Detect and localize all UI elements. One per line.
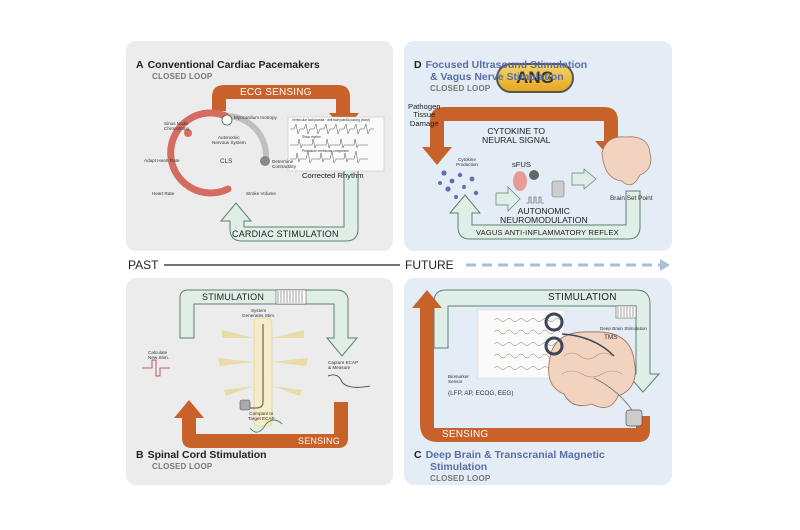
ecg-trace-1: [290, 123, 374, 135]
myocardium-node: [221, 114, 233, 126]
vagus-reflex-label: VAGUS ANTI-INFLAMMATORY REFLEX: [476, 228, 619, 237]
stimulation-arrow: [179, 289, 359, 357]
ecg-strip-box: [287, 116, 385, 172]
panel-b-subtitle: CLOSED LOOP: [152, 462, 213, 471]
brain-icon: [601, 136, 652, 186]
ans-label: Autonomic Nervous System: [212, 135, 246, 146]
stim-pulse-block: [275, 289, 307, 305]
dbs-lead: [593, 377, 633, 411]
pulse-train: [526, 196, 544, 204]
inner-arrow-1: [495, 186, 521, 212]
cytokine-production-label: Cytokine Production: [456, 157, 478, 168]
capture-waveform: [327, 374, 371, 388]
panel-c-title-line2: Stimulation: [430, 461, 488, 473]
spleen-shape: [513, 171, 527, 191]
calc-waveform: [142, 359, 170, 377]
capture-ecap-label: Capture ECAP & Measure: [328, 360, 359, 371]
ecg-caption-3: Premature ventricular complexes: [302, 149, 349, 153]
sensing-label: SENSING: [442, 429, 489, 440]
tms-label: TMS: [604, 334, 618, 341]
vns-device-icon: [551, 180, 565, 198]
cardiac-stimulation-label: CARDIAC STIMULATION: [232, 229, 339, 239]
panel-c-subtitle: CLOSED LOOP: [430, 474, 491, 483]
stroke-volume-label: Stroke Volume: [246, 191, 276, 196]
panel-b-spinal-cord: STIMULATION SENSING System Generates Sti…: [126, 278, 393, 485]
ang-badge: ANG: [496, 63, 574, 93]
biomarker-traces: [493, 318, 561, 370]
panel-c-diagram: [412, 289, 661, 442]
ecg-trace-3: [290, 150, 368, 164]
tms-coil-left-icon: [544, 312, 564, 332]
inner-arrow-2: [571, 168, 597, 190]
stimulation-label: STIMULATION: [202, 292, 265, 302]
cytokine-signal-arrow: [422, 107, 627, 165]
future-label: FUTURE: [405, 258, 454, 272]
tms-cable: [561, 333, 615, 357]
dbs-pulse-block: [615, 305, 637, 319]
sinus-node-label: Sinus Node Chronotropy: [164, 121, 190, 132]
pathogen-label: Pathogen Tissue Damage: [408, 102, 441, 128]
calculate-stim-label: Calculate New Stim.: [148, 350, 169, 361]
nerve-roots: [218, 330, 308, 396]
future-arrowhead: [660, 259, 670, 271]
dbs-implant-icon: [625, 409, 643, 427]
panel-c-deep-brain-tms: STIMULATION SENSING Deep Brain Stimulati…: [404, 278, 672, 485]
panel-a-subtitle: CLOSED LOOP: [152, 72, 213, 81]
sensing-label: SENSING: [298, 436, 340, 446]
stimulation-label: STIMULATION: [548, 292, 617, 303]
ecg-sensing-arrow: [212, 85, 359, 131]
panel-b-diagram: [142, 289, 371, 448]
panel-d-title-line2: & Vagus Nerve Stimulation: [430, 71, 564, 83]
contractility-node: [260, 156, 270, 166]
corrected-rhythm-label: Corrected Rhythm: [302, 171, 364, 180]
heart-rate-label: Heart Rate: [152, 191, 175, 196]
cls-label: CLS: [220, 158, 233, 165]
panel-a-diagram: [167, 85, 385, 242]
ecg-trace-2: [290, 138, 368, 149]
brain-folds: [561, 352, 623, 378]
cytokine-dots: [438, 170, 479, 199]
myocardium-label: Myocardium Inotropy: [234, 115, 277, 120]
tms-coil-right-icon: [544, 336, 564, 356]
heart-loop-grey: [227, 113, 270, 160]
pulse-generator-icon: [239, 399, 251, 411]
adapt-heart-rate-label: Adapt Heart Rate: [144, 158, 180, 163]
sensing-arrow: [412, 290, 650, 442]
biomarker-sensor-label: Biomarker Sensor: [448, 374, 469, 385]
sfus-transducer-icon: [529, 170, 539, 180]
ecg-caption-1: Ventricular tachycardia · anti-tachycard…: [292, 118, 370, 122]
modalities-label: (LFP, AP, ECOG, EEG): [448, 390, 514, 397]
compare-waveform: [249, 419, 283, 433]
sfus-label: sFUS: [512, 160, 531, 169]
panel-d-diagram: [422, 107, 652, 240]
timeline: [164, 259, 670, 271]
past-label: PAST: [128, 258, 159, 272]
brain-set-point-label: Brain Set Point: [610, 195, 653, 202]
cytokine-signal-label: CYTOKINE TO NEURAL SIGNAL: [482, 126, 551, 146]
sensing-arrow: [174, 400, 348, 448]
brain-icon: [548, 331, 636, 409]
vagus-reflex-arrow: [448, 190, 641, 240]
ecg-caption-2: Sinus rhythm: [302, 135, 321, 139]
ecg-sensing-label: ECG SENSING: [240, 87, 312, 98]
lead-wire: [248, 324, 264, 409]
heart-loop-red: [167, 109, 232, 197]
compare-ecap-label: Compare to Target ECAP: [248, 411, 275, 422]
determine-contractility-label: Determine Contractility: [272, 159, 296, 170]
system-generates-label: System Generates Stim.: [242, 308, 276, 319]
autonomic-label: AUTONOMIC NEUROMODULATION: [500, 206, 588, 226]
dbs-label: Deep Brain Stimulation: [600, 326, 647, 331]
sinus-node: [184, 129, 192, 137]
panel-d-subtitle: CLOSED LOOP: [430, 84, 491, 93]
